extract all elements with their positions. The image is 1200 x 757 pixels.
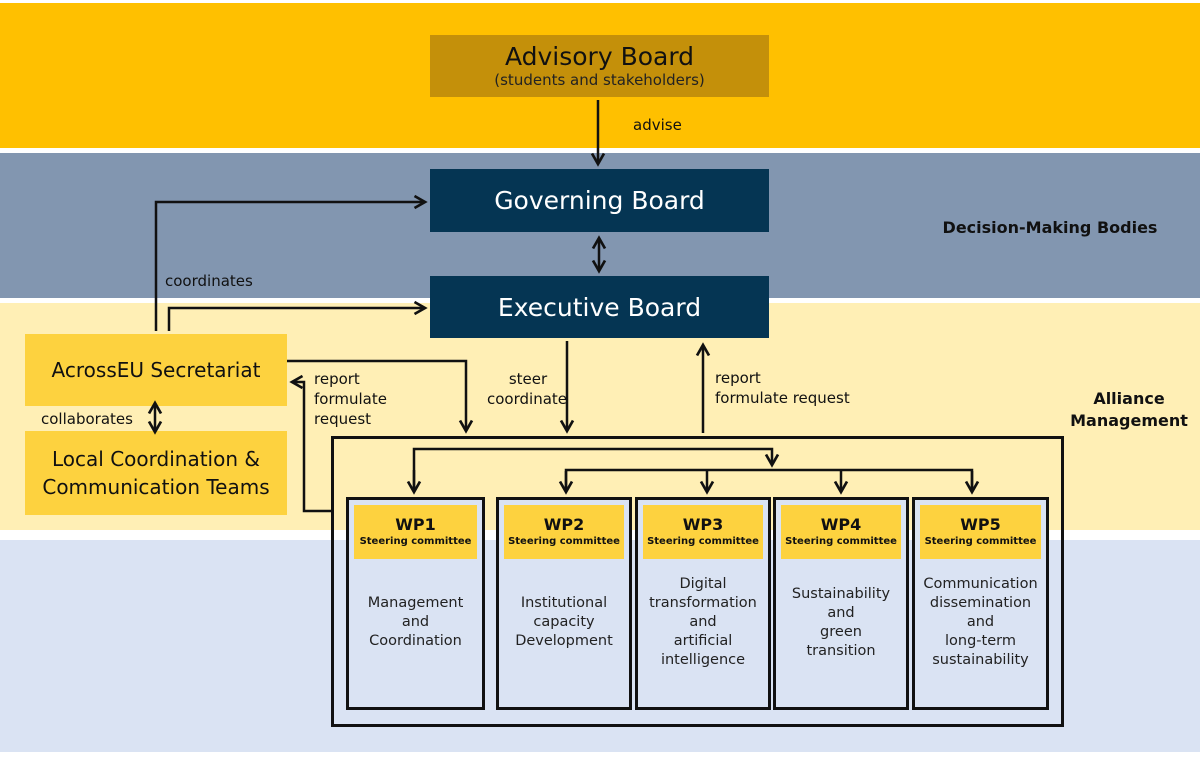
wp-box-1[interactable]: WP1 Steering committee Management and Co… bbox=[346, 497, 485, 710]
wp-description: Digital transformation and artificial in… bbox=[638, 562, 768, 707]
wp-box-4[interactable]: WP4 Steering committee Sustainability an… bbox=[773, 497, 909, 710]
wp-description: Management and Coordination bbox=[349, 562, 482, 707]
wp-line: and bbox=[401, 614, 430, 630]
alliance-management-title-line-1: Alliance bbox=[1093, 389, 1165, 408]
wp-line: transition bbox=[806, 642, 876, 659]
wp-header: WP4 Steering committee bbox=[781, 505, 901, 559]
wp-committee: Steering committee bbox=[508, 536, 620, 547]
wp-header: WP2 Steering committee bbox=[504, 505, 624, 559]
wp-line: intelligence bbox=[660, 652, 746, 668]
wp-line: Communication bbox=[923, 576, 1038, 592]
executive-board-title: Executive Board bbox=[497, 292, 702, 322]
wp-description: Sustainability and green transition bbox=[776, 562, 906, 707]
wp-line: transformation bbox=[649, 595, 757, 611]
wp-committee: Steering committee bbox=[359, 536, 472, 547]
wp-id: WP4 bbox=[820, 515, 862, 534]
alliance-management-title-line-2: Management bbox=[1070, 411, 1188, 430]
wp-line: green bbox=[820, 623, 862, 640]
wp-committee: Steering committee bbox=[647, 536, 759, 547]
governing-board-box[interactable]: Governing Board bbox=[430, 169, 769, 232]
wp-line: and bbox=[689, 614, 717, 630]
wp-line: dissemination bbox=[929, 595, 1032, 611]
wp-header: WP3 Steering committee bbox=[643, 505, 763, 559]
report-left-label-1: report bbox=[314, 370, 360, 388]
wp-box-2[interactable]: WP2 Steering committee Institutional cap… bbox=[496, 497, 632, 710]
advisory-board-subtitle: (students and stakeholders) bbox=[494, 71, 705, 89]
wp-line: Development bbox=[515, 633, 613, 649]
steer-label-2: coordinate bbox=[487, 390, 568, 408]
advisory-board-box[interactable]: Advisory Board (students and stakeholder… bbox=[430, 35, 769, 97]
report-right-label-2: formulate request bbox=[715, 389, 850, 407]
wp-line: Management bbox=[367, 595, 464, 611]
wp-line: capacity bbox=[533, 614, 595, 630]
governing-board-title: Governing Board bbox=[494, 186, 705, 215]
advise-label: advise bbox=[633, 116, 682, 134]
steer-label-1: steer bbox=[508, 370, 548, 388]
local-teams-box[interactable]: Local Coordination & Communication Teams bbox=[25, 431, 287, 515]
wp-line: Sustainability bbox=[791, 585, 891, 602]
wp-line: Coordination bbox=[369, 633, 462, 649]
wp-line: Digital bbox=[679, 576, 727, 592]
wp-id: WP1 bbox=[395, 515, 436, 534]
wp-header: WP5 Steering committee bbox=[920, 505, 1041, 559]
decision-making-title: Decision-Making Bodies bbox=[942, 218, 1158, 237]
wp-line: artificial bbox=[673, 633, 733, 649]
wp-header: WP1 Steering committee bbox=[354, 505, 477, 559]
coordinates-label: coordinates bbox=[165, 272, 253, 290]
wp-id: WP5 bbox=[960, 515, 1001, 534]
collaborates-label: collaborates bbox=[41, 410, 133, 428]
wp-box-5[interactable]: WP5 Steering committee Communication dis… bbox=[912, 497, 1049, 710]
wp-description: Communication dissemination and long-ter… bbox=[915, 562, 1046, 707]
wp-id: WP2 bbox=[543, 515, 585, 534]
work-packages-container bbox=[331, 436, 1064, 727]
report-right-label-1: report bbox=[715, 369, 761, 387]
report-left-label-2: formulate bbox=[314, 390, 387, 408]
executive-board-box[interactable]: Executive Board bbox=[430, 276, 769, 338]
wp-committee: Steering committee bbox=[785, 536, 897, 547]
wp-line: and bbox=[827, 604, 855, 621]
wp-line: long-term bbox=[945, 633, 1016, 649]
local-teams-line-1: Local Coordination & bbox=[52, 447, 260, 471]
secretariat-title: AcrossEU Secretariat bbox=[51, 358, 261, 382]
wp-line: and bbox=[966, 614, 995, 630]
wp-line: sustainability bbox=[932, 652, 1029, 668]
local-teams-line-2: Communication Teams bbox=[42, 475, 270, 499]
wp-description: Institutional capacity Development bbox=[499, 562, 629, 707]
wp-id: WP3 bbox=[682, 515, 724, 534]
advisory-board-title: Advisory Board bbox=[504, 42, 695, 71]
secretariat-box[interactable]: AcrossEU Secretariat bbox=[25, 334, 287, 406]
wp-line: Institutional bbox=[520, 595, 608, 611]
wp-box-3[interactable]: WP3 Steering committee Digital transform… bbox=[635, 497, 771, 710]
wp-committee: Steering committee bbox=[924, 536, 1037, 547]
report-left-label-3: request bbox=[314, 410, 372, 428]
